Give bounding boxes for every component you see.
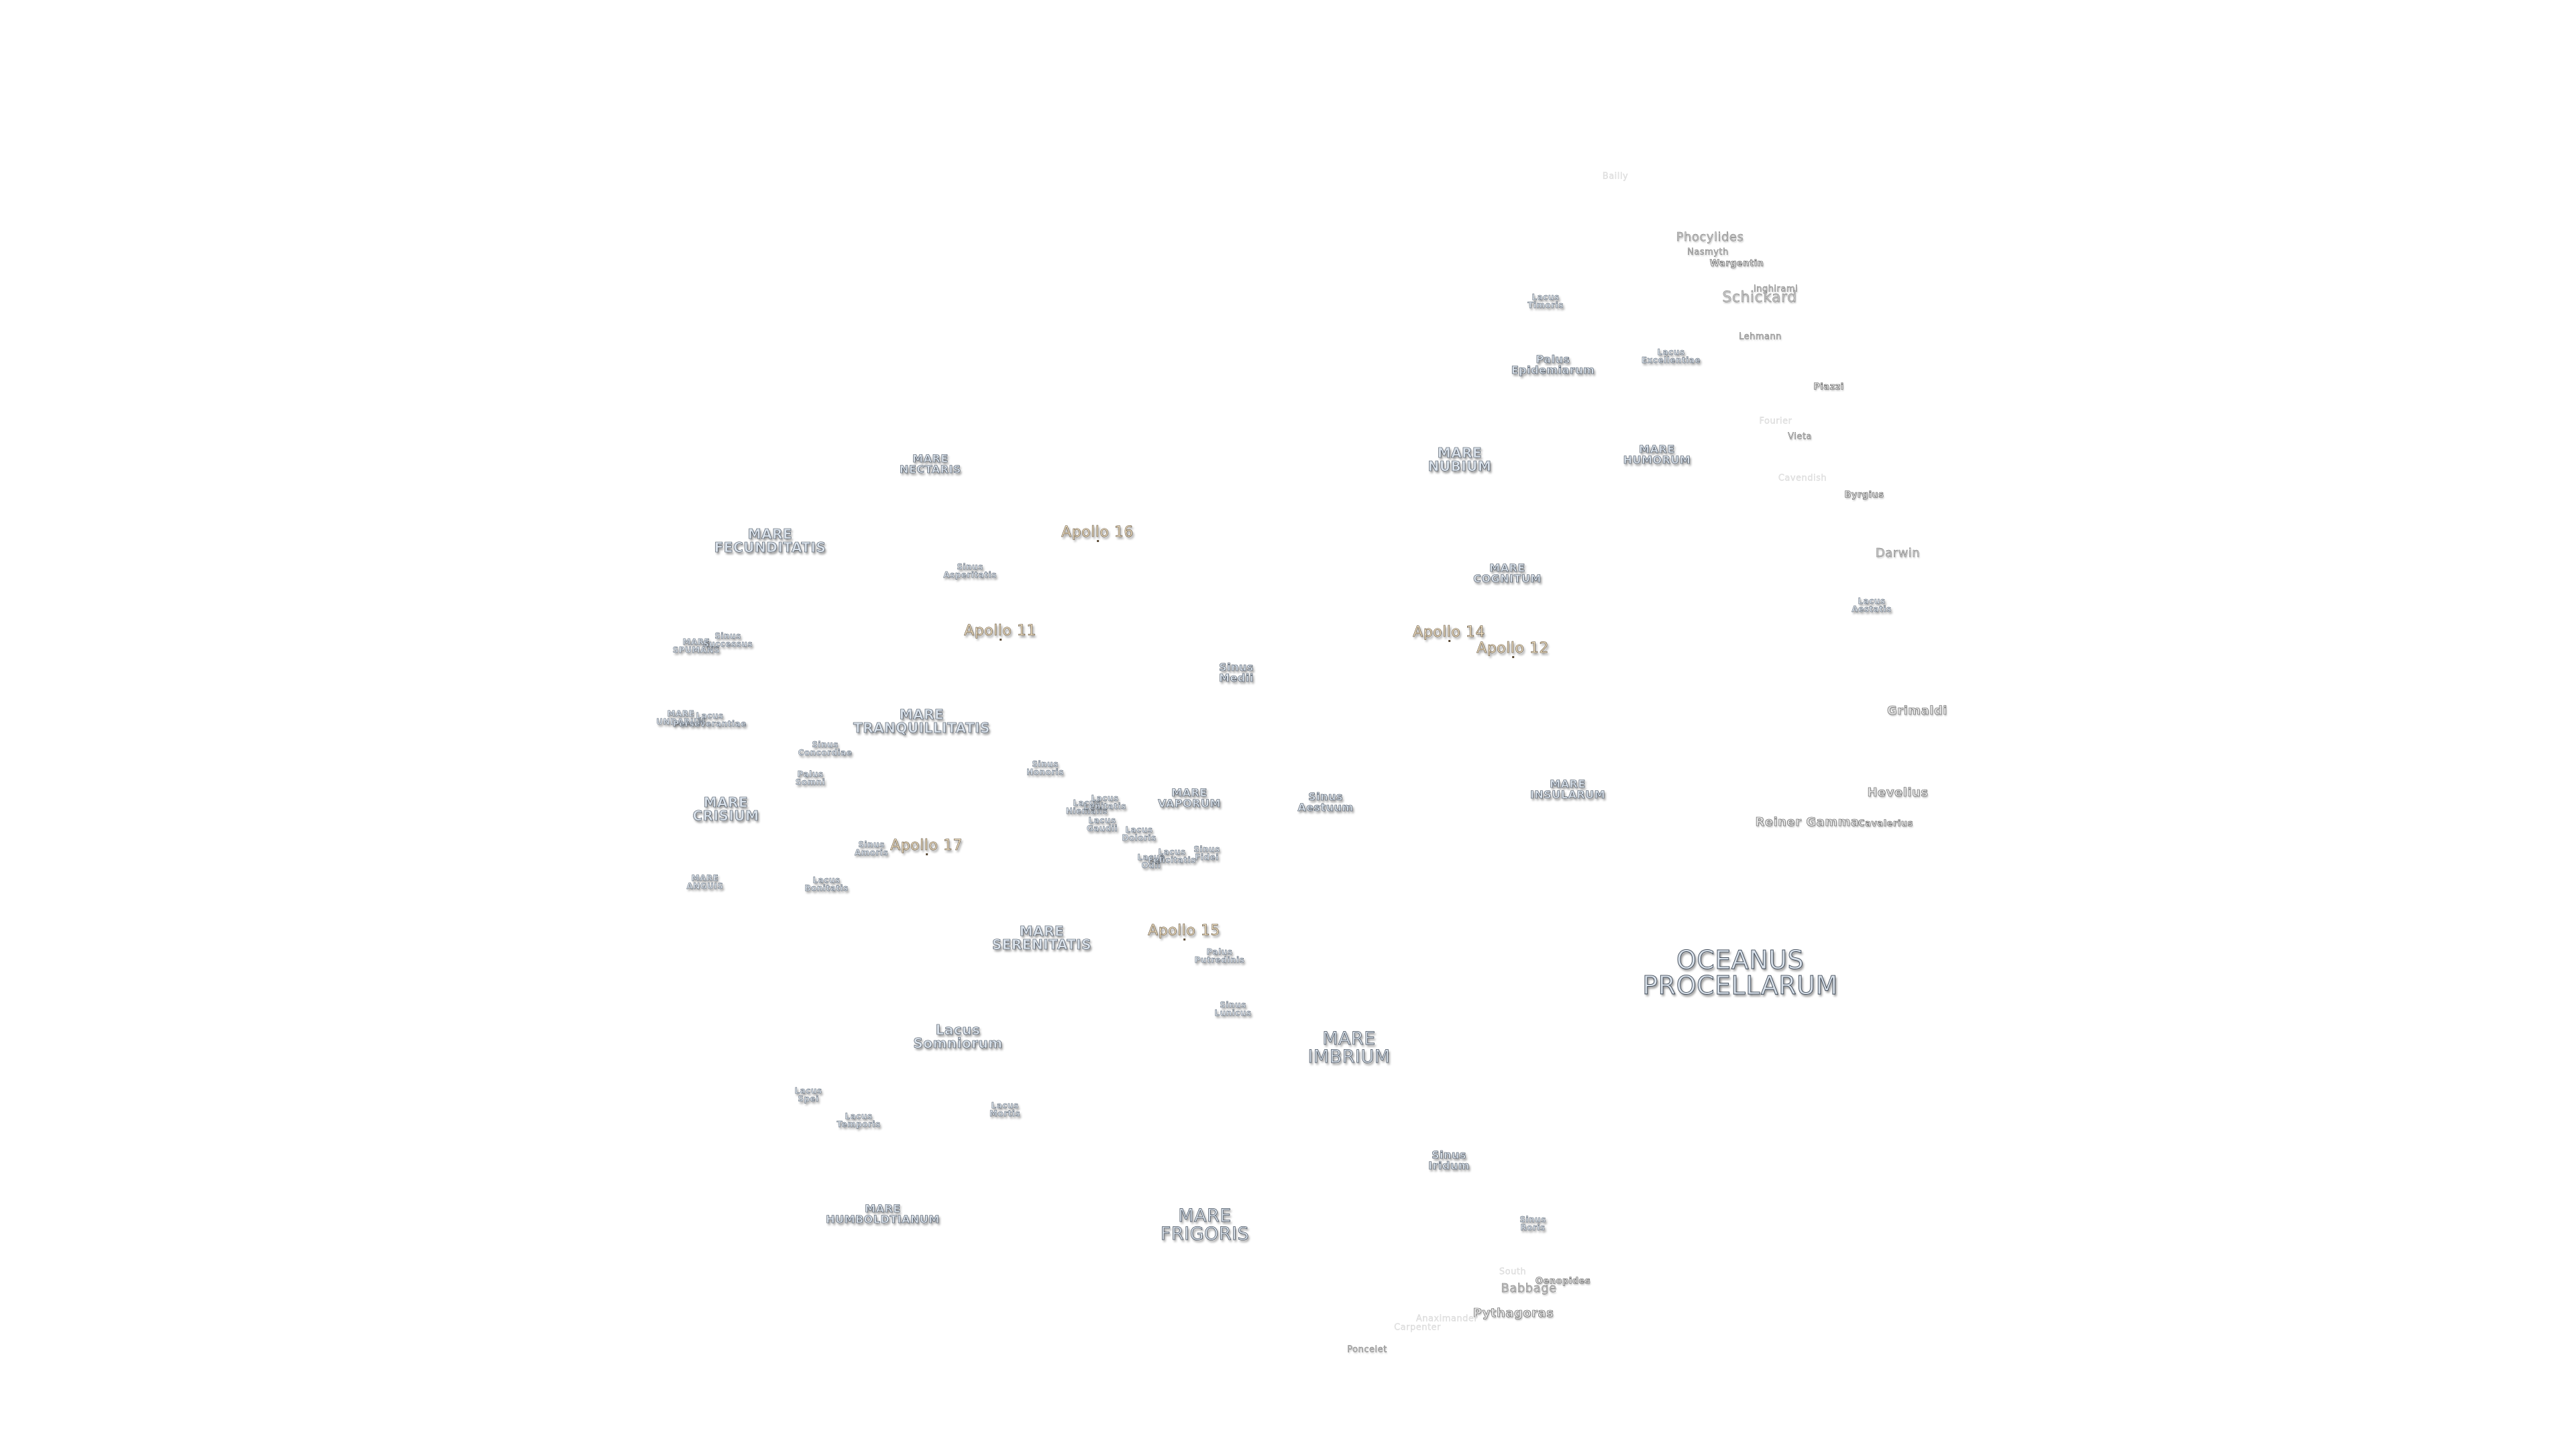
label-mare-serenitatis: MARE SERENITATIS [991,923,1092,953]
label-crater-anaximander: Anaximander [1415,1313,1479,1324]
label-lacus-timoris: Lacus Timoris [1527,292,1564,310]
label-sinus-medii: Sinus Medii [1219,661,1254,684]
label-mare-nectaris: MARE NECTARIS [900,452,961,476]
label-mare-humorum: MARE HUMORUM [1623,443,1691,466]
apollo-14-site[interactable]: Apollo 14 [1413,624,1485,642]
label-sinus-concordiae: Sinus Concordiae [798,740,853,757]
label-crater-cavalerius: Cavalerius [1858,818,1913,829]
label-palus-epidemiarum: Palus Epidemiarum [1511,353,1595,376]
label-mare-nubium: MARE NUBIUM [1428,445,1492,474]
label-lacus-spei: Lacus Spei [794,1086,822,1104]
label-lacus-perseverantiae: Lacus Perseverantiae [673,711,747,729]
label-crater-babbage: Babbage [1501,1281,1557,1295]
label-palus-putredinis: Palus Putredinis [1194,947,1245,965]
apollo-17-site[interactable]: Apollo 17 [890,837,963,855]
label-sinus-iridum: Sinus Iridum [1428,1148,1470,1172]
label-sinus-roris: Sinus Roris [1519,1215,1546,1232]
label-sinus-lunicus: Sinus Lunicus [1214,1000,1252,1018]
label-sinus-fidei: Sinus Fidei [1193,845,1220,862]
label-lacus-odii: Lacus Odii [1137,853,1165,870]
label-crater-reiner-gamma: Reiner Gamma [1755,815,1860,829]
label-mare-vaporum: MARE VAPORUM [1158,786,1221,810]
apollo-12-site[interactable]: Apollo 12 [1477,640,1549,658]
label-crater-wargentin: Wargentin [1709,258,1764,269]
label-crater-cavendish: Cavendish [1778,473,1827,484]
apollo-11-site[interactable]: Apollo 11 [964,623,1036,641]
label-crater-top-faint: Bailly [1602,171,1629,182]
label-sinus-asperitatis: Sinus Asperitatis [943,562,997,580]
label-crater-byrgius: Byrgius [1844,490,1884,500]
label-lacus-lenitatis: Lacus Lenitatis [1083,794,1126,811]
label-lacus-aestatis: Lacus Aestatis [1851,596,1892,614]
label-crater-oenopides: Oenopides [1535,1276,1591,1287]
label-crater-hevelius: Hevelius [1867,786,1929,800]
label-sinus-aestuum: Sinus Aestuum [1297,790,1354,814]
apollo-16-site[interactable]: Apollo 16 [1061,524,1134,542]
label-crater-vieta: Vieta [1788,431,1812,442]
label-mare-tranquillitatis: MARE TRANQUILLITATIS [853,706,990,736]
label-sinus-honoris: Sinus Honoris [1026,759,1064,777]
label-lacus-excellentiae: Lacus Excellentiae [1641,347,1701,365]
label-lacus-gaudii: Lacus Gaudii [1086,816,1118,833]
label-lacus-temporis: Lacus Temporis [837,1112,881,1129]
label-mare-humboldtianum: MARE HUMBOLDTIANUM [826,1202,940,1226]
label-crater-schickard: Schickard [1722,289,1797,306]
label-lacus-bonitatis: Lacus Bonitatis [804,875,849,893]
label-mare-crisium: MARE CRISIUM [692,794,759,824]
label-sinus-amoris: Sinus Amoris [854,840,889,857]
label-palus-somni: Palus Somni [795,769,826,787]
label-crater-poncelet: Poncelet [1347,1344,1387,1355]
apollo-15-site[interactable]: Apollo 15 [1148,922,1220,941]
label-crater-phocylides: Phocylides [1676,230,1744,244]
label-mare-cognitum: MARE COGNITUM [1473,561,1542,585]
label-crater-carpenter: Carpenter [1394,1322,1441,1333]
label-crater-inghirami: Inghirami [1753,284,1799,294]
label-crater-lehmann: Lehmann [1739,331,1782,342]
label-lacus-hiemalis: Lacus Hiemalis [1065,798,1108,816]
label-crater-piazzi: Piazzi [1813,382,1844,392]
label-mare-fecunditatis: MARE FECUNDITATIS [714,526,826,555]
label-mare-undarum: MARE UNDARUM [656,709,706,727]
label-crater-fourier: Fourier [1759,416,1792,427]
label-sinus-successus: Sinus Successus [702,631,753,649]
label-crater-pythagoras: Pythagoras [1472,1306,1554,1320]
label-crater-darwin: Darwin [1875,546,1921,560]
label-mare-imbrium: MARE IMBRIUM [1307,1028,1391,1067]
label-mare-spumans: MARE SPUMANS [672,637,720,655]
label-crater-nasmyth: Nasmyth [1687,247,1729,258]
label-lacus-mortis: Lacus Mortis [989,1101,1021,1118]
label-mare-insularum: MARE INSULARUM [1529,777,1606,801]
label-mare-anguis: MARE ANGUIS [686,873,724,891]
label-crater-south: South [1499,1267,1527,1277]
label-lacus-felicitatis: Lacus Felicitatis [1148,847,1196,865]
label-oceanus-procellarum: OCEANUS PROCELLARUM [1642,945,1838,1000]
label-crater-grimaldi: Grimaldi [1887,704,1947,718]
label-lacus-somniorum: Lacus Somniorum [913,1022,1003,1051]
label-lacus-doloris: Lacus Doloris [1122,825,1157,843]
label-mare-frigoris: MARE FRIGORIS [1160,1205,1250,1244]
